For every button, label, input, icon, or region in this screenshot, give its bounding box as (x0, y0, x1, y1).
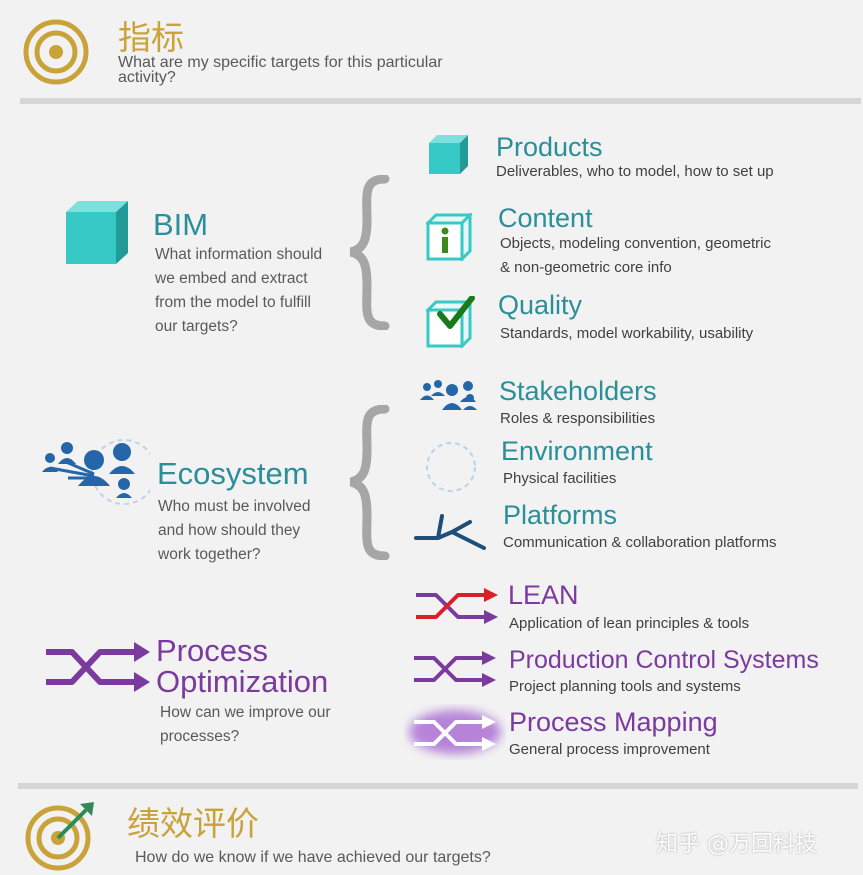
page-title: 指标 (118, 18, 184, 57)
item-title-products: Products (496, 132, 603, 162)
top-divider (20, 98, 861, 104)
item-title-lean: LEAN (508, 580, 579, 610)
cube-icon (66, 201, 128, 264)
branch-icon (414, 514, 486, 550)
info-cube-icon (426, 213, 472, 261)
purple-crossing-arrows-icon (414, 651, 496, 687)
item-desc-content: Objects, modeling convention, geometric … (500, 235, 771, 276)
category-desc-bim: What information should we embed and ext… (155, 246, 323, 335)
item-title-process-mapping: Process Mapping (509, 707, 718, 737)
item-desc-products: Deliverables, who to model, how to set u… (496, 163, 774, 180)
footer-title: 绩效评价 (127, 804, 259, 843)
category-desc-process-optimization: How can we improve our processes? (160, 704, 331, 745)
category-desc-ecosystem: Who must be involved and how should they… (158, 498, 311, 563)
category-title-ecosystem: Ecosystem (157, 456, 309, 491)
bottom-divider (18, 783, 858, 789)
category-title-bim: BIM (153, 207, 209, 242)
item-desc-production-control-systems: Project planning tools and systems (509, 678, 741, 695)
people-group-icon (420, 380, 477, 410)
page-subtitle-line2: activity? (118, 69, 176, 86)
item-desc-environment: Physical facilities (503, 470, 617, 487)
category-title-process-optimization: Process Optimization (156, 633, 329, 699)
item-title-platforms: Platforms (503, 500, 618, 530)
item-title-production-control-systems: Production Control Systems (509, 646, 819, 674)
red-crossing-arrows-icon (416, 588, 498, 624)
network-people-icon (42, 439, 150, 505)
dashed-circle-icon (426, 442, 476, 492)
item-title-stakeholders: Stakeholders (499, 376, 657, 406)
brace-bim (349, 175, 390, 330)
target-icon (23, 19, 89, 85)
item-desc-lean: Application of lean principles & tools (509, 615, 750, 632)
glowing-crossing-arrows-icon (409, 710, 501, 754)
small-cube-icon (429, 135, 468, 174)
item-title-quality: Quality (498, 290, 583, 320)
item-desc-process-mapping: General process improvement (509, 741, 710, 758)
item-desc-platforms: Communication & collaboration platforms (503, 534, 777, 551)
item-title-environment: Environment (501, 436, 653, 466)
watermark: 知乎 @万回科技 (656, 832, 817, 857)
item-desc-stakeholders: Roles & responsibilities (500, 410, 656, 427)
footer-subtitle: How do we know if we have achieved our t… (135, 849, 491, 866)
page-subtitle-line1: What are my specific targets for this pa… (118, 54, 443, 71)
brace-ecosystem (349, 405, 390, 560)
target-hit-icon (25, 802, 94, 871)
crossing-arrows-icon (46, 642, 150, 692)
item-desc-quality: Standards, model workability, usability (500, 325, 754, 342)
item-title-content: Content (498, 203, 593, 233)
checked-cube-icon (426, 296, 475, 348)
